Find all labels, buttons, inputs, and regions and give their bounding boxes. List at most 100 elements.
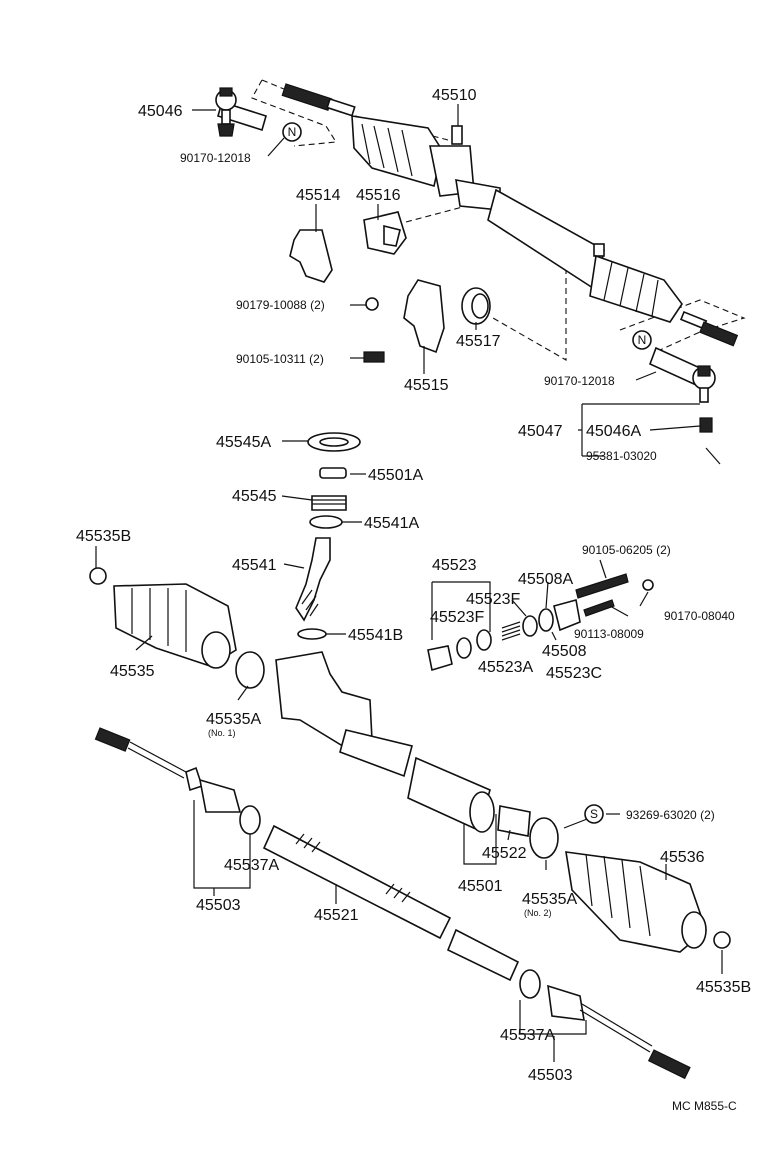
right-boot-ribs <box>603 261 659 317</box>
seal-45541A <box>309 515 343 529</box>
label-45523: 45523 <box>432 557 477 574</box>
label-45541B: 45541B <box>348 627 403 644</box>
rack-45521 <box>262 824 541 999</box>
bolt-90113-08009 <box>583 599 615 617</box>
washer-45537A-left <box>239 805 261 835</box>
label-45535B-top: 45535B <box>76 528 131 545</box>
label-90105-06205: 90105-06205 (2) <box>582 543 671 557</box>
label-45516: 45516 <box>356 187 401 204</box>
svg-text:N: N <box>288 125 297 139</box>
label-45545A: 45545A <box>216 434 271 451</box>
rack-tube <box>487 188 605 292</box>
cap-45508 <box>553 598 581 632</box>
label-93269-63020: 93269-63020 (2) <box>626 808 715 822</box>
bracket-45514 <box>289 229 333 283</box>
label-45046A: 45046A <box>586 423 641 440</box>
clamp-45535A-2 <box>529 817 559 859</box>
label-45508: 45508 <box>542 643 587 660</box>
label-45537A-right: 45537A <box>500 1027 555 1044</box>
corner-code: MC M855-C <box>672 1099 737 1113</box>
nut-45501A <box>319 467 347 479</box>
label-45514: 45514 <box>296 187 341 204</box>
washer-45537A-right <box>519 969 541 999</box>
tube-clip <box>593 243 605 257</box>
left-rack-boot <box>351 115 443 188</box>
n-badge-right: N <box>632 330 652 350</box>
label-45501: 45501 <box>458 878 503 895</box>
label-90170-12018-right: 90170-12018 <box>544 374 615 388</box>
label-45523A: 45523A <box>478 659 533 676</box>
grommet-45516-inner <box>383 224 401 247</box>
top-steering-rack-assembly <box>215 79 746 465</box>
label-45510: 45510 <box>432 87 477 104</box>
label-45545: 45545 <box>232 488 277 505</box>
seal-45523F-a <box>456 637 472 659</box>
label-45523F-a: 45523F <box>466 591 520 608</box>
lower-rack-housing <box>275 651 559 859</box>
group-bracket-45523 <box>431 581 491 640</box>
right-tie-rod-end <box>648 346 721 465</box>
seal-45523F-b <box>476 629 492 651</box>
label-45535: 45535 <box>110 663 155 680</box>
label-45535B-bottom: 45535B <box>696 979 751 996</box>
dashed-outline-mid <box>405 204 471 223</box>
label-90105-10311: 90105-10311 (2) <box>236 352 324 366</box>
dashed-outline-right <box>619 299 746 351</box>
label-45047: 45047 <box>518 423 563 440</box>
bolt-90105-10311 <box>363 351 385 363</box>
right-tie-rod-thread <box>679 310 739 347</box>
label-90113-08009: 90113-08009 <box>574 627 644 641</box>
bracket-45515 <box>403 279 445 354</box>
label-90170-12018-top: 90170-12018 <box>180 151 251 165</box>
label-95381-03020: 95381-03020 <box>586 449 657 463</box>
pinion-top-nut <box>451 125 463 145</box>
s-badge: S <box>584 804 604 824</box>
bolt-90105-06205 <box>575 573 629 599</box>
label-45523C: 45523C <box>546 665 602 682</box>
ring-45508A <box>538 608 554 632</box>
label-45503-right: 45503 <box>528 1067 573 1084</box>
rack-guide-group <box>427 573 654 672</box>
label-45535A-no2-note: (No. 2) <box>524 908 552 918</box>
label-45501A: 45501A <box>368 467 423 484</box>
left-tie-rod-end <box>215 87 267 137</box>
label-45503-left: 45503 <box>196 897 241 914</box>
bearing-45541B <box>297 628 327 640</box>
svg-text:S: S <box>590 807 598 821</box>
label-45541A: 45541A <box>364 515 419 532</box>
dashed-outline-lower <box>492 268 567 361</box>
right-rack-boot <box>589 254 683 323</box>
clamp-45535A-1 <box>235 651 265 689</box>
label-45522: 45522 <box>482 845 527 862</box>
label-45517: 45517 <box>456 333 501 350</box>
left-tie-rod-45503 <box>94 727 261 835</box>
left-tie-rod-end-thread <box>281 83 356 117</box>
label-45536: 45536 <box>660 849 705 866</box>
label-90170-08040: 90170-08040 <box>664 609 735 623</box>
right-boot-45536 <box>565 851 731 953</box>
n-badge-top: N <box>282 122 302 142</box>
clip-45535B-top <box>89 567 107 585</box>
label-45046: 45046 <box>138 103 183 120</box>
guide-45523 <box>427 645 453 672</box>
part-labels: 45046 90170-12018 45510 45514 45516 9017… <box>76 87 751 1113</box>
svg-text:N: N <box>638 333 647 347</box>
label-45508A: 45508A <box>518 571 573 588</box>
adjuster-45545 <box>311 495 347 511</box>
ring-45523C <box>522 615 538 637</box>
bushing-45517-inner <box>471 293 489 319</box>
label-45515: 45515 <box>404 377 449 394</box>
label-45535A-no1: 45535A <box>206 711 261 728</box>
leader-lines <box>95 104 723 1062</box>
bushing-45522 <box>497 805 531 837</box>
left-boot-ribs <box>361 123 413 177</box>
left-boot-45535 <box>89 567 265 689</box>
label-90179-10088: 90179-10088 (2) <box>236 298 325 312</box>
bolt-90179 <box>365 297 379 311</box>
label-45521: 45521 <box>314 907 359 924</box>
clip-45535B-bottom <box>713 931 731 949</box>
spring-45523A <box>501 621 521 641</box>
right-tie-rod-45503 <box>547 984 691 1080</box>
